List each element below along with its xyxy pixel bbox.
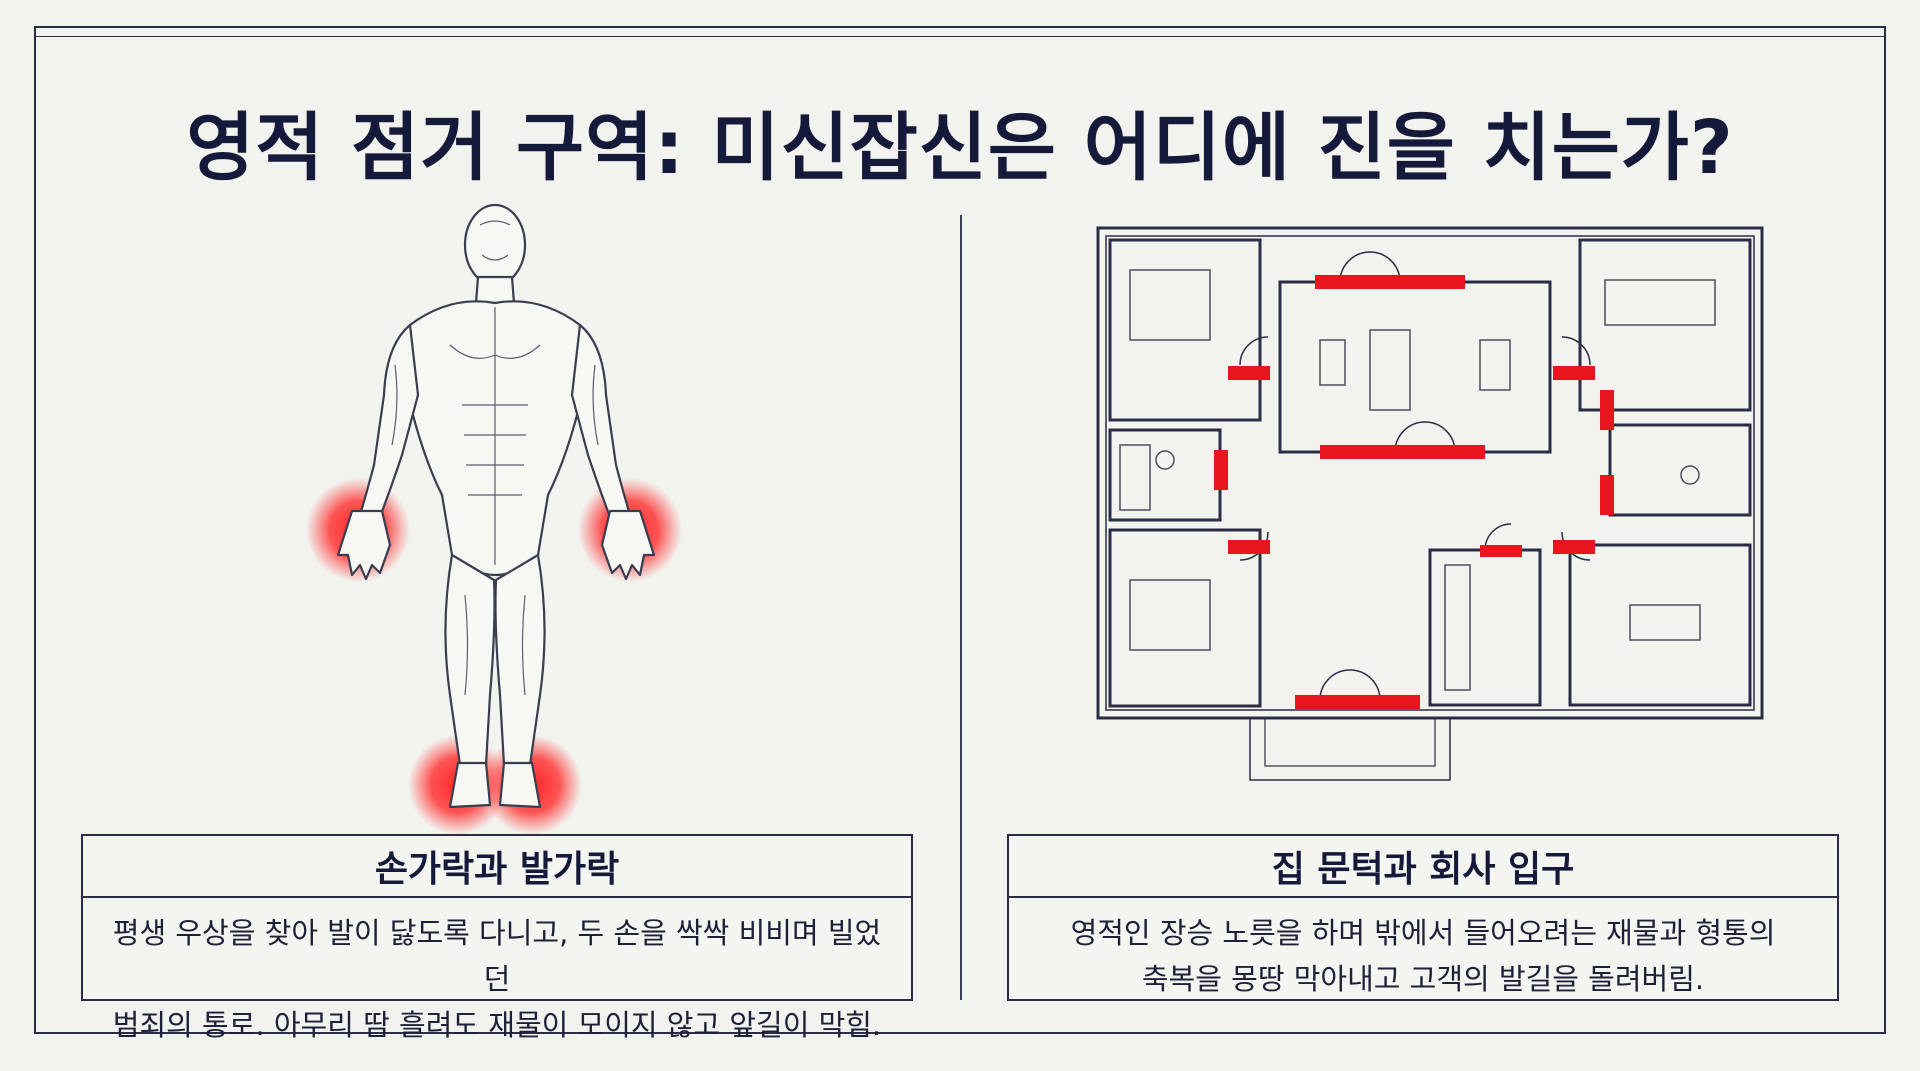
caption-line: 범죄의 통로. 아무리 땀 흘려도 재물이 모이지 않고 앞길이 막힘. <box>112 1008 882 1042</box>
threshold-kitchen <box>1480 545 1522 557</box>
human-anatomy-figure <box>306 203 682 835</box>
page-title: 영적 점거 구역: 미신잡신은 어디에 진을 치는가? <box>186 105 1734 191</box>
threshold-left-upper <box>1228 366 1270 380</box>
threshold-front-door <box>1295 695 1420 709</box>
house-floor-plan <box>1096 226 1764 781</box>
threshold-living-bottom <box>1320 445 1485 459</box>
threshold-right-lower <box>1553 540 1595 554</box>
caption-line: 축복을 몽땅 막아내고 고객의 발길을 돌려버림. <box>1141 962 1705 996</box>
caption-line: 영적인 장승 노릇을 하며 밖에서 들어오려는 재물과 형통의 <box>1070 916 1776 950</box>
outer-frame <box>34 26 1886 1034</box>
caption-box-threshold-entrance: 집 문턱과 회사 입구 영적인 장승 노릇을 하며 밖에서 들어오려는 재물과 … <box>1007 834 1839 1001</box>
threshold-right-bath <box>1600 390 1614 430</box>
caption-box-fingers-toes: 손가락과 발가락 평생 우상을 찾아 발이 닳도록 다니고, 두 손을 싹싹 비… <box>81 834 913 1042</box>
threshold-left-lower <box>1228 540 1270 554</box>
threshold-right-mid <box>1600 475 1614 515</box>
threshold-left-bath <box>1214 450 1228 490</box>
caption-line: 평생 우상을 찾아 발이 닳도록 다니고, 두 손을 싹싹 비비며 빌었던 <box>112 916 882 996</box>
threshold-right-upper <box>1553 366 1595 380</box>
caption-heading: 손가락과 발가락 <box>83 836 911 898</box>
frame-top-rule <box>34 36 1886 37</box>
threshold-top <box>1315 275 1465 289</box>
caption-text: 영적인 장승 노릇을 하며 밖에서 들어오려는 재물과 형통의 축복을 몽땅 막… <box>1009 898 1837 1002</box>
center-divider <box>960 215 962 1000</box>
caption-heading: 집 문턱과 회사 입구 <box>1009 836 1837 898</box>
caption-text: 평생 우상을 찾아 발이 닳도록 다니고, 두 손을 싹싹 비비며 빌었던 범죄… <box>83 898 911 1048</box>
